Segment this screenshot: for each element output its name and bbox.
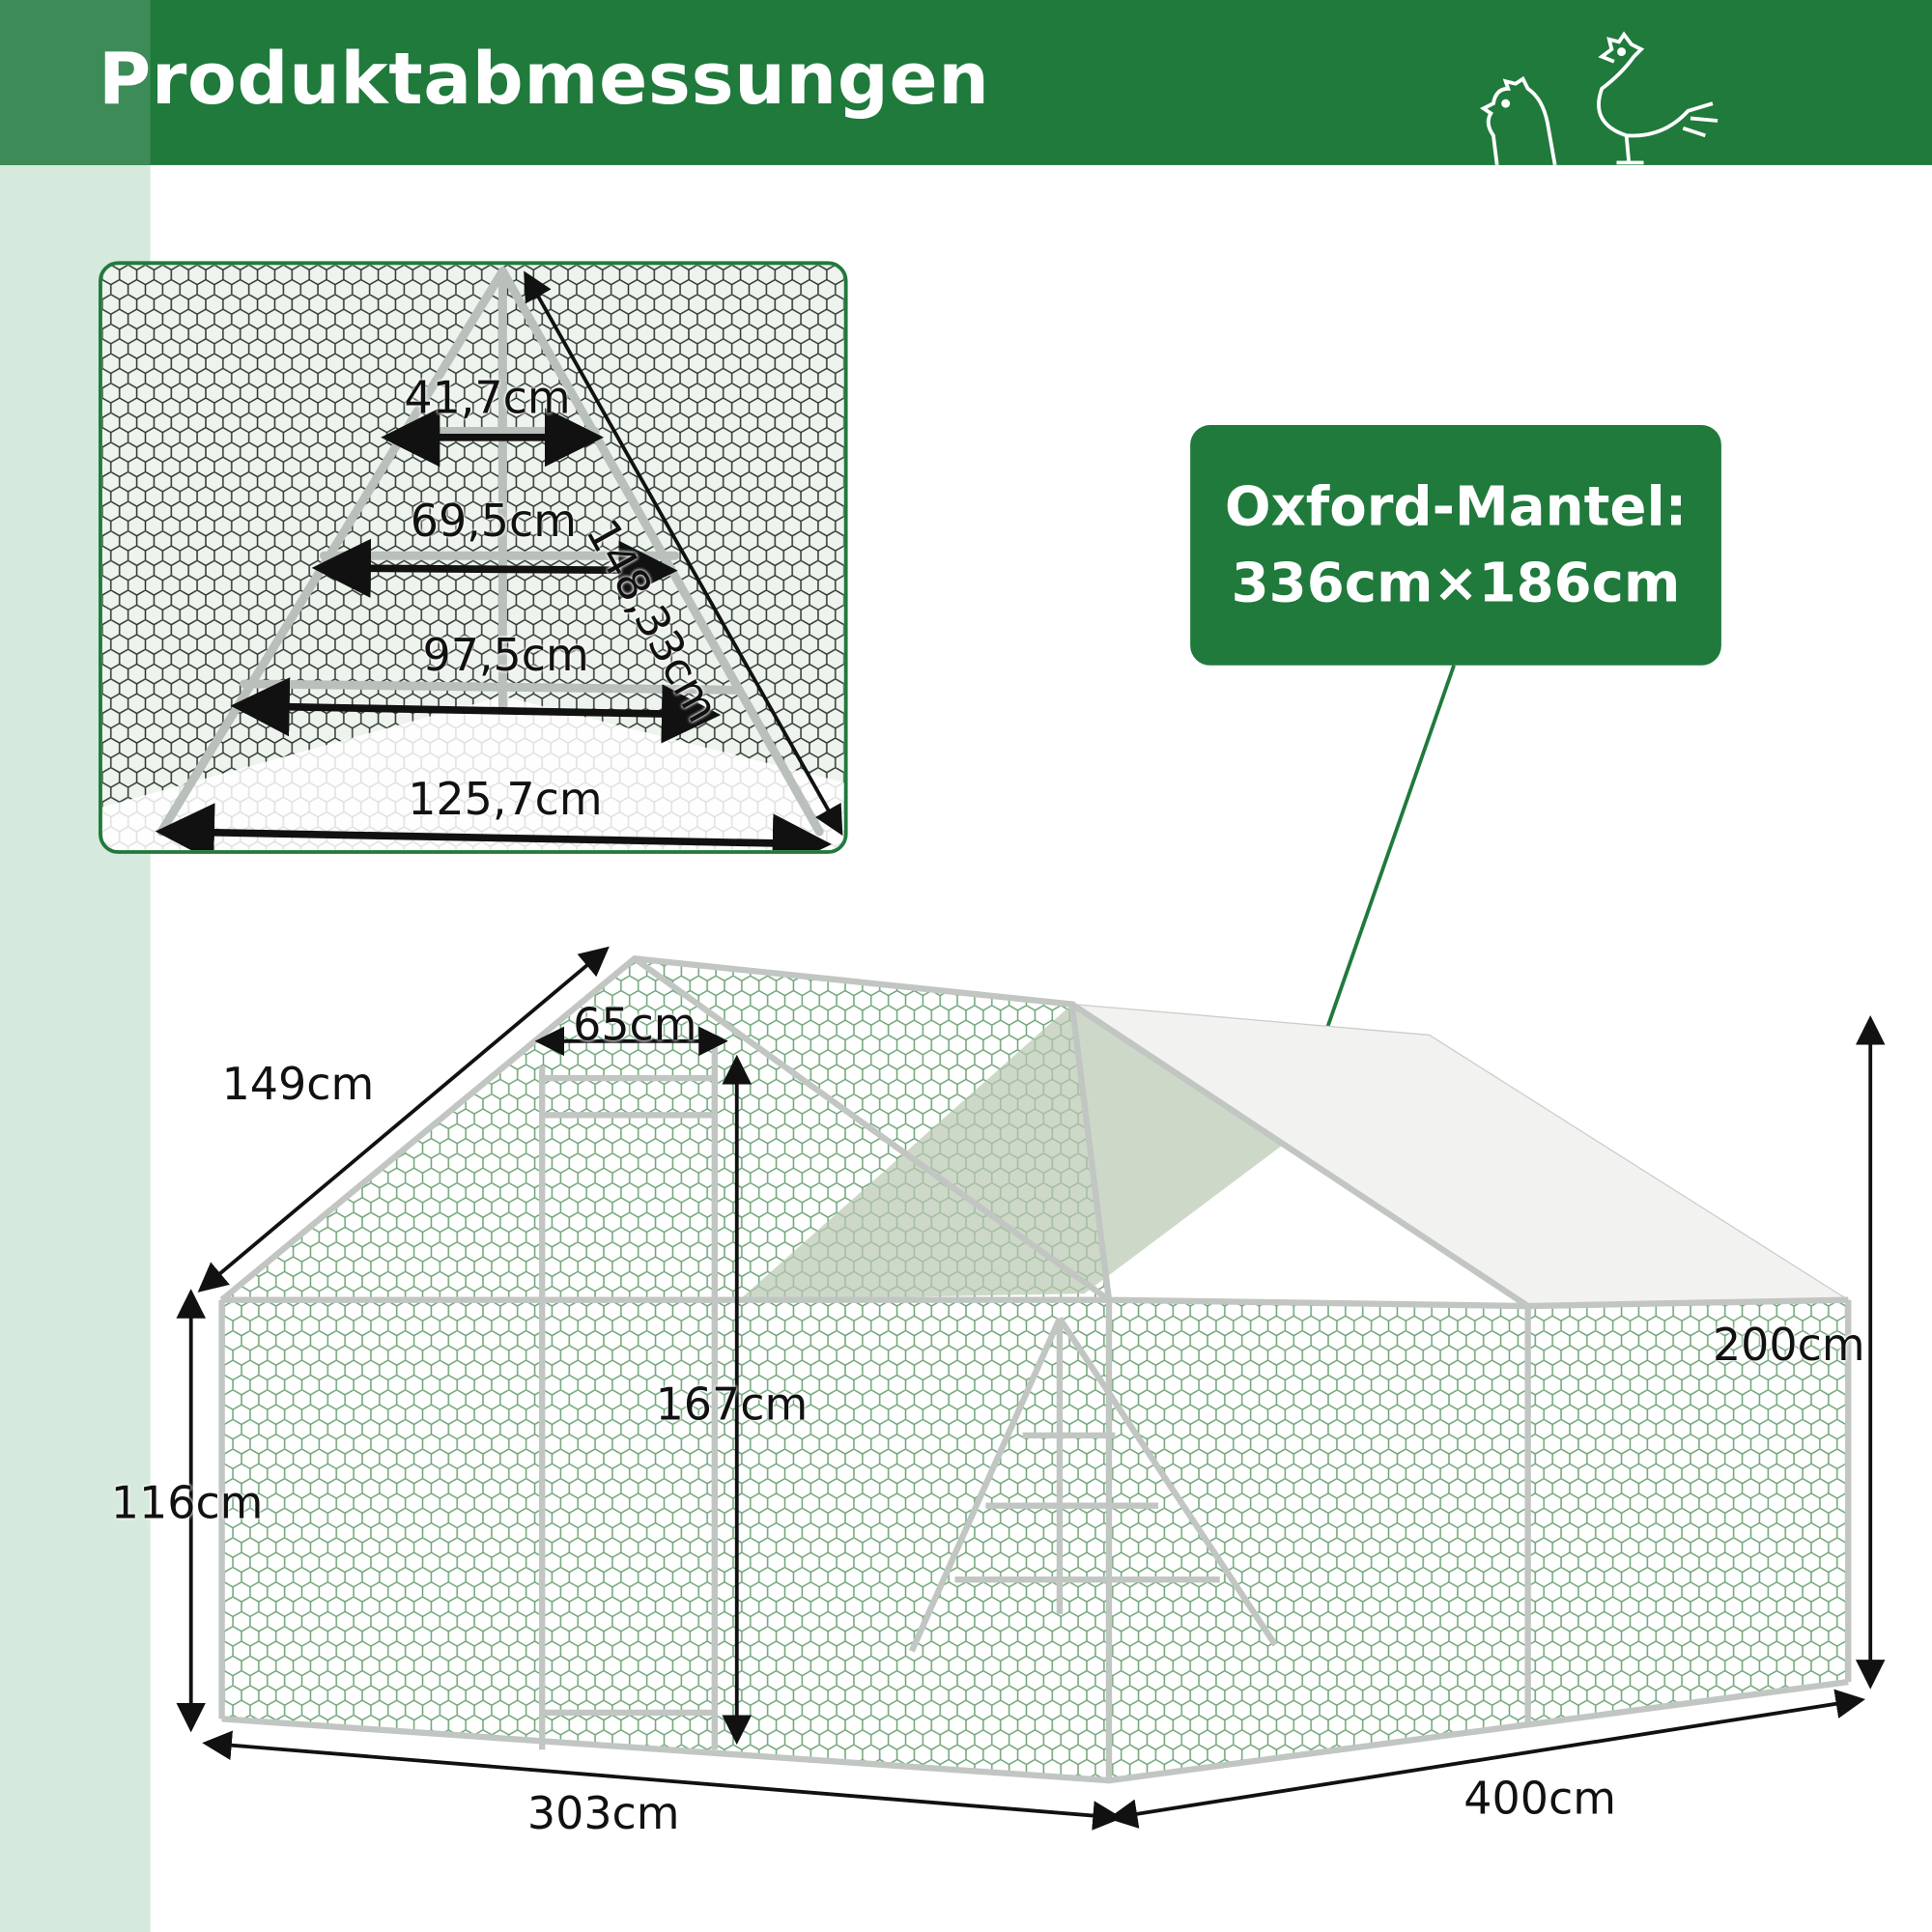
side-height-label: 116cm <box>110 1478 264 1529</box>
callout-size: 336cm×186cm <box>1231 551 1681 614</box>
chicken-icon <box>1479 75 1557 165</box>
frame-detail-inset: 41,7cm 69,5cm 97,5cm 125,7cm 148,33cm <box>99 261 848 854</box>
header-banner: Produktabmessungen <box>0 0 1932 165</box>
page-title: Produktabmessungen <box>99 37 990 121</box>
header-accent <box>0 0 151 165</box>
door-height-label: 167cm <box>655 1379 809 1431</box>
total-height-label: 200cm <box>1712 1321 1865 1372</box>
hen-icon <box>1597 31 1719 165</box>
top-width-label: 41,7cm <box>404 373 571 424</box>
door-width-label: 65cm <box>573 1000 697 1052</box>
length-label: 400cm <box>1463 1774 1616 1826</box>
base-width-label: 125,7cm <box>408 775 603 826</box>
cover-size-callout: Oxford-Mantel: 336cm×186cm <box>1190 425 1721 666</box>
lower-width-label: 97,5cm <box>422 631 589 682</box>
middle-width-label: 69,5cm <box>410 497 577 548</box>
roof-slope-label: 149cm <box>221 1059 375 1111</box>
frame-detail-drawing <box>101 265 844 851</box>
width-label: 303cm <box>526 1789 680 1840</box>
callout-title: Oxford-Mantel: <box>1224 474 1688 538</box>
